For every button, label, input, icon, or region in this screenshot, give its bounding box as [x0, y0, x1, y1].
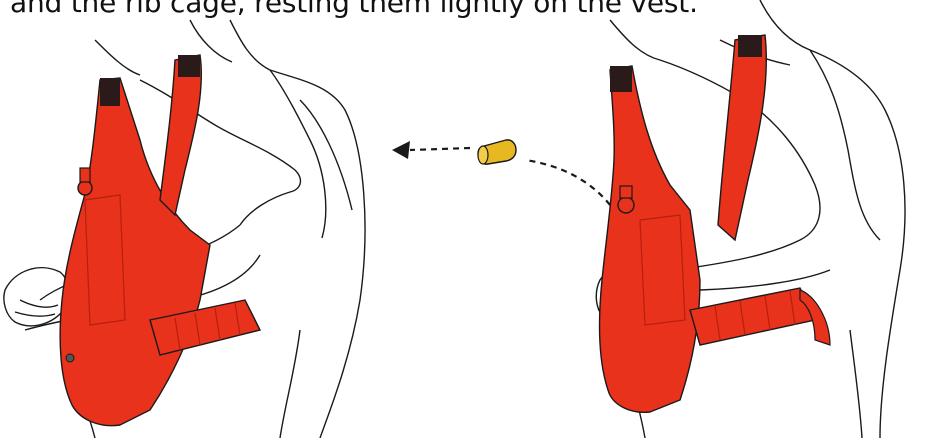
red-vest-right	[600, 35, 830, 412]
valve-cap-part	[478, 140, 516, 164]
red-vest-left	[60, 55, 260, 426]
